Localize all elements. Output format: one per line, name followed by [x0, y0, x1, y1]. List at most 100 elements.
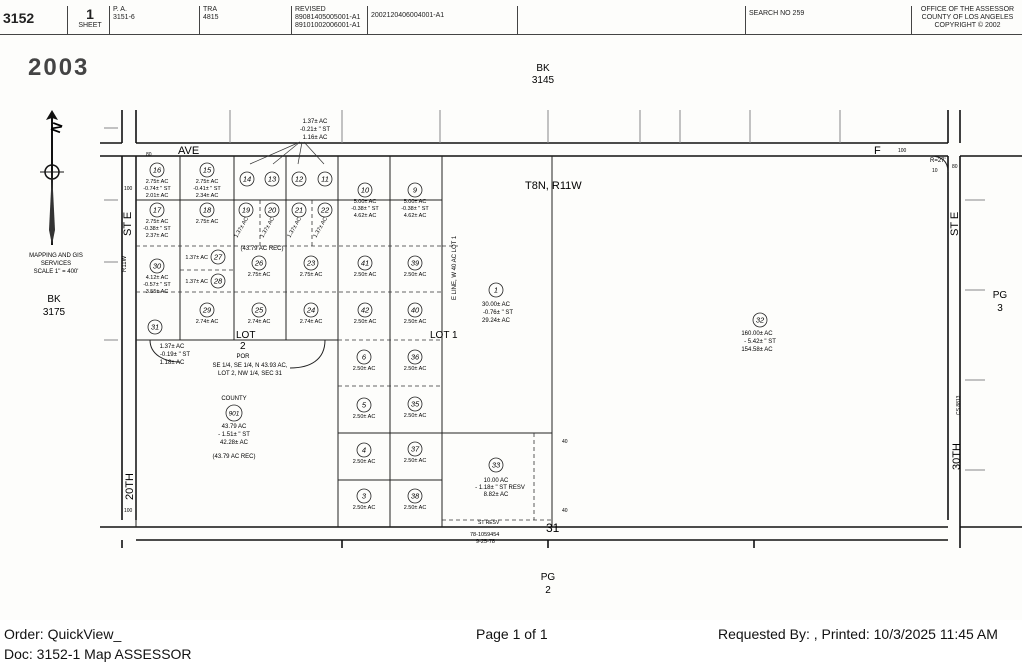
parcel-number: 17: [153, 206, 162, 215]
parcel-acreage: 1.37± AC: [260, 216, 277, 239]
parcel-21: 211.37± AC: [287, 202, 307, 239]
parcel-number: 36: [411, 353, 420, 362]
parcel-number: 5: [362, 401, 367, 410]
parcel-acreage: -0.41± " ST: [193, 186, 221, 192]
parcel-35: 352.50± AC: [404, 396, 426, 419]
parcel-number-circle: [356, 442, 372, 458]
parcel-acreage: 2.74± AC: [300, 319, 323, 325]
north-arrow-icon: N: [40, 110, 66, 245]
scale-line3: SCALE 1" = 400': [34, 269, 79, 275]
ac-rec-bottom: (43.79 AC REC): [212, 454, 255, 460]
p33-line2: - 1.18± " ST RESV: [475, 485, 525, 491]
office-line2: COUNTY OF LOS ANGELES: [921, 14, 1014, 21]
parcel-number: 14: [243, 175, 251, 184]
parcel-number: 37: [411, 445, 420, 454]
parcel-number-circle: [199, 162, 215, 178]
parcel-number: 35: [411, 400, 420, 409]
parcel-18: 182.75± AC: [196, 202, 218, 225]
street-lines: [100, 110, 1022, 548]
por-line3: LOT 2, NW 1/4, SEC 31: [218, 371, 283, 377]
parcel-acreage: 5.00± AC: [354, 199, 377, 205]
p32-line1: 160.00± AC: [741, 331, 773, 337]
por-line1: POR: [236, 354, 250, 360]
parcel-number: 9: [413, 186, 418, 195]
parcel-number-circle: [147, 319, 163, 335]
parcel-number-circle: [488, 282, 504, 298]
top-note-line2: -0.21± " ST: [300, 127, 330, 133]
parcel-acreage: 2.34± AC: [196, 193, 219, 199]
parcel-36: 362.50± AC: [404, 349, 426, 372]
top-note-line3: 1.16± AC: [303, 135, 328, 141]
township-label: T8N, R11W: [525, 180, 582, 192]
parcel-acreage: 2.75± AC: [196, 179, 219, 185]
parcel-number: 40: [411, 306, 420, 315]
parcel-number: 3: [362, 492, 367, 501]
tra-label: TRA: [203, 6, 217, 13]
p1-line1: 30.00± AC: [482, 302, 511, 308]
parcel-number-circle: [407, 349, 423, 365]
bk-top-label: BK: [536, 63, 550, 74]
parcel-acreage: 1.37± AC: [287, 216, 304, 239]
parcel-subdivisions: [136, 200, 552, 521]
pg-right-label: PG: [993, 290, 1008, 301]
parcel-number: 27: [213, 253, 223, 262]
parcel-acreage: 2.74± AC: [248, 319, 271, 325]
parcel-number-circle: [752, 312, 768, 328]
parcel-number: 19: [242, 206, 251, 215]
parcel-number: 28: [213, 277, 223, 286]
parcel-acreage: 1.37± AC: [313, 216, 330, 239]
pg-bottom-label: PG: [541, 572, 556, 583]
lot1-label: LOT 1: [430, 330, 458, 341]
parcel-41: 412.50± AC: [354, 255, 376, 278]
parcel-number-circle: [303, 255, 319, 271]
parcel-901: 901: [225, 404, 243, 422]
parcel-29: 292.74± AC: [196, 302, 218, 325]
parcel-number: 33: [492, 461, 501, 470]
p33-line3: 8.82± AC: [484, 492, 509, 498]
lot2-number: 2: [240, 341, 246, 352]
scale-line2: SERVICES: [41, 261, 71, 267]
parcel-39: 392.50± AC: [404, 255, 426, 278]
parcel-12: 12: [291, 171, 307, 187]
parcel-acreage: 3.55± AC: [146, 289, 169, 295]
parcel-number-circle: [317, 202, 333, 218]
parcel-number-circle: [264, 202, 280, 218]
parcel-22: 221.37± AC: [313, 202, 333, 239]
parcel-acreage: 2.50± AC: [353, 366, 376, 372]
parcel-number: 4: [362, 446, 366, 455]
county-label: COUNTY: [221, 396, 246, 402]
parcel-number-circle: [225, 404, 243, 422]
parcel-number: 23: [306, 259, 316, 268]
parcel-number-circle: [356, 349, 372, 365]
parcel-acreage: 1.37± AC: [185, 279, 208, 285]
office-line1: OFFICE OF THE ASSESSOR: [920, 6, 1015, 13]
parcel-acreage: 2.50± AC: [353, 459, 376, 465]
parcel-25: 25 2.74± AC: [248, 302, 271, 325]
street-30th-label: 30TH: [951, 443, 963, 470]
parcel-number: 41: [361, 259, 369, 268]
st-resv-label: ST RESV: [478, 520, 500, 526]
search-no-cell: SEARCH NO 259: [746, 6, 912, 34]
parcel-15: 152.75± AC-0.41± " ST2.34± AC: [193, 162, 221, 199]
parcel-number: 24: [306, 306, 315, 315]
street-st-e-right-label: ST E: [949, 212, 961, 236]
top-note-line1: 1.37± AC: [303, 119, 328, 125]
corner-radius: [929, 155, 949, 173]
dim-40-a: 40: [562, 439, 568, 445]
parcel-number: 22: [320, 206, 330, 215]
parcel-acreage: 2.01± AC: [146, 193, 169, 199]
footer-order: Order: QuickView_: [4, 626, 122, 642]
parcel-number: 25: [254, 306, 264, 315]
p31-line2: -0.19± " ST: [160, 352, 190, 358]
pg-right-number: 3: [997, 303, 1003, 314]
svg-text:N: N: [47, 120, 65, 135]
parcel-37: 372.50± AC: [404, 441, 426, 464]
pa-cell: P. A. 3151-6: [110, 6, 200, 34]
parcel-6: 62.50± AC: [353, 349, 376, 372]
tra-cell: TRA 4815: [200, 6, 292, 34]
rec-date: 9-25-78: [476, 539, 495, 545]
parcel-acreage: -0.38± " ST: [143, 226, 171, 232]
lot2-label: LOT: [236, 330, 255, 341]
parcel-acreage: 2.75± AC: [146, 219, 169, 225]
sheet-cell: 1 SHEET: [68, 6, 110, 34]
